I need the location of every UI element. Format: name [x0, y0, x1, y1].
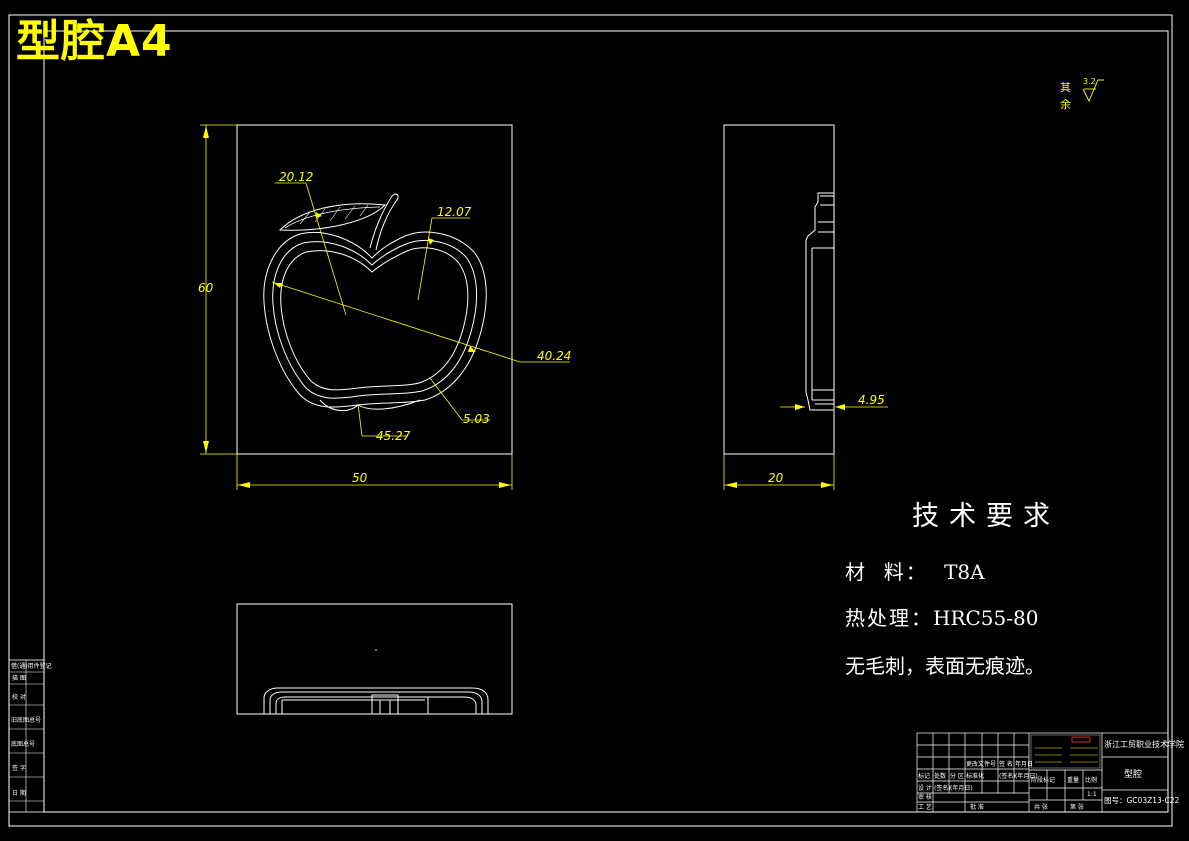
- front-dimension-leaders: [271, 182, 570, 437]
- tb-row5-1: 第 张: [1070, 803, 1084, 811]
- height-arrow-bottom: [203, 441, 209, 453]
- tb-row3-2: 比例: [1085, 776, 1097, 784]
- heat-treatment-label: 热处理：: [845, 606, 933, 630]
- outer-frame: [8, 14, 1173, 827]
- tb-row1-2: 分 区: [950, 772, 964, 780]
- title-block: [916, 732, 1169, 813]
- tb-row2-4: (签名): [999, 772, 1016, 780]
- tb-row5-0: 共 张: [1034, 803, 1048, 811]
- side-width-arrow-right: [821, 482, 833, 488]
- side-view: 4.95 20: [723, 124, 888, 490]
- dim-bottom-right: 5.03: [463, 412, 490, 426]
- tb-row3-0: 阶段标记: [1031, 776, 1055, 784]
- apple-cavity-mid: [272, 239, 478, 399]
- apple-stem: [369, 193, 399, 251]
- heat-treatment-line: 热处理：HRC55-80: [845, 602, 1038, 631]
- tb-scale: 1:1: [1087, 791, 1097, 798]
- dim-bottom: 45.27: [376, 429, 411, 443]
- dim-upper-right: 12.07: [437, 205, 472, 219]
- dim-side-step: 4.95: [858, 393, 885, 407]
- tb-row4-0: 审 核: [918, 793, 932, 801]
- tb-row2-1: (签名): [934, 784, 951, 792]
- title-block-labels: 标记 处数 分 区 更改文件号 签 名 年月日 设 计 (签名) (年月日) 标…: [918, 739, 1184, 811]
- strip-label-5: 签 字: [12, 764, 26, 772]
- tb-row2-2: (年月日): [950, 784, 973, 792]
- front-view-outline: [236, 124, 513, 455]
- roughness-label-bottom: 余: [1060, 97, 1071, 111]
- heat-treatment-value: HRC55-80: [933, 606, 1039, 630]
- title-block-legend: [1030, 734, 1101, 769]
- tech-requirements-title: 技术要求: [912, 501, 1060, 532]
- dimension-arrowheads: [274, 212, 476, 352]
- strip-label-4: 底图总号: [11, 740, 35, 748]
- tb-row4-1: 工 艺: [918, 803, 932, 811]
- tb-row1-5: 年月日: [1015, 760, 1033, 768]
- tb-drawing-no: 图号：GC03Z13-C22: [1104, 796, 1179, 805]
- side-step-arrow-left: [795, 404, 805, 410]
- roughness-check-mark: [1082, 79, 1104, 103]
- tb-school: 浙江工贸职业技术学院: [1104, 739, 1184, 749]
- width-arrow-left: [238, 482, 250, 488]
- material-label: 材 料：: [845, 560, 928, 584]
- tb-row1-4: 签 名: [999, 760, 1013, 768]
- tb-row4-2: 批 准: [970, 803, 984, 811]
- dim-leaf: 20.12: [279, 170, 313, 184]
- top-view-cavity: [263, 687, 489, 715]
- dim-width: 50: [352, 471, 368, 485]
- apple-leaf: [278, 203, 387, 231]
- side-view-cavity: [805, 192, 834, 411]
- tb-row2-5: (年月日): [1015, 772, 1038, 780]
- tb-row3-1: 重量: [1067, 776, 1079, 784]
- tb-part-name: 型腔: [1124, 768, 1142, 780]
- material-value: T8A: [944, 560, 985, 584]
- tb-row1-0: 标记: [918, 772, 930, 780]
- apple-cavity-outer: [263, 231, 487, 408]
- roughness-value: 3.2: [1083, 77, 1096, 86]
- top-view-center-mark: [375, 649, 377, 651]
- strip-label-1: 描 图: [12, 674, 26, 682]
- front-view: 20.12 12.07 40.24 5.03 45.27 60 50: [198, 124, 571, 490]
- top-view: [236, 603, 513, 715]
- dim-diagonal: 40.24: [537, 349, 571, 363]
- strip-label-6: 日 期: [12, 789, 26, 797]
- tb-row1-3: 更改文件号: [966, 760, 996, 768]
- left-strip-table: 借(通)用件登记 描 图 校 对 旧底图总号 底图总号 签 字 日 期: [8, 659, 52, 813]
- strip-label-2: 校 对: [12, 693, 26, 701]
- apple-bottom-notch: [319, 399, 421, 412]
- side-step-arrow-right: [835, 404, 845, 410]
- strip-label-3: 旧底图总号: [11, 716, 41, 724]
- drawing-title: 型腔A4: [16, 16, 173, 67]
- roughness-label-top: 其: [1060, 81, 1071, 94]
- material-line: 材 料： T8A: [845, 556, 985, 585]
- strip-label-0: 借(通)用件登记: [11, 662, 52, 670]
- tb-row2-0: 设 计: [918, 784, 932, 792]
- side-width-dimension: [723, 454, 835, 490]
- surface-note: 无毛刺，表面无痕迹。: [845, 654, 1045, 678]
- inner-frame: [43, 30, 1169, 813]
- tb-row2-3: 标准化: [966, 772, 984, 780]
- apple-cavity-inner: [280, 247, 469, 391]
- dim-side-width: 20: [768, 471, 784, 485]
- roughness-symbol: 其 余 3.2: [1060, 77, 1104, 111]
- dim-height: 60: [198, 281, 214, 295]
- side-view-outline: [723, 124, 835, 455]
- height-arrow-top: [203, 126, 209, 138]
- side-width-arrow-left: [725, 482, 737, 488]
- width-arrow-right: [499, 482, 511, 488]
- height-dimension: [200, 124, 237, 455]
- width-dimension: [236, 454, 513, 490]
- tb-row1-1: 处数: [934, 772, 946, 780]
